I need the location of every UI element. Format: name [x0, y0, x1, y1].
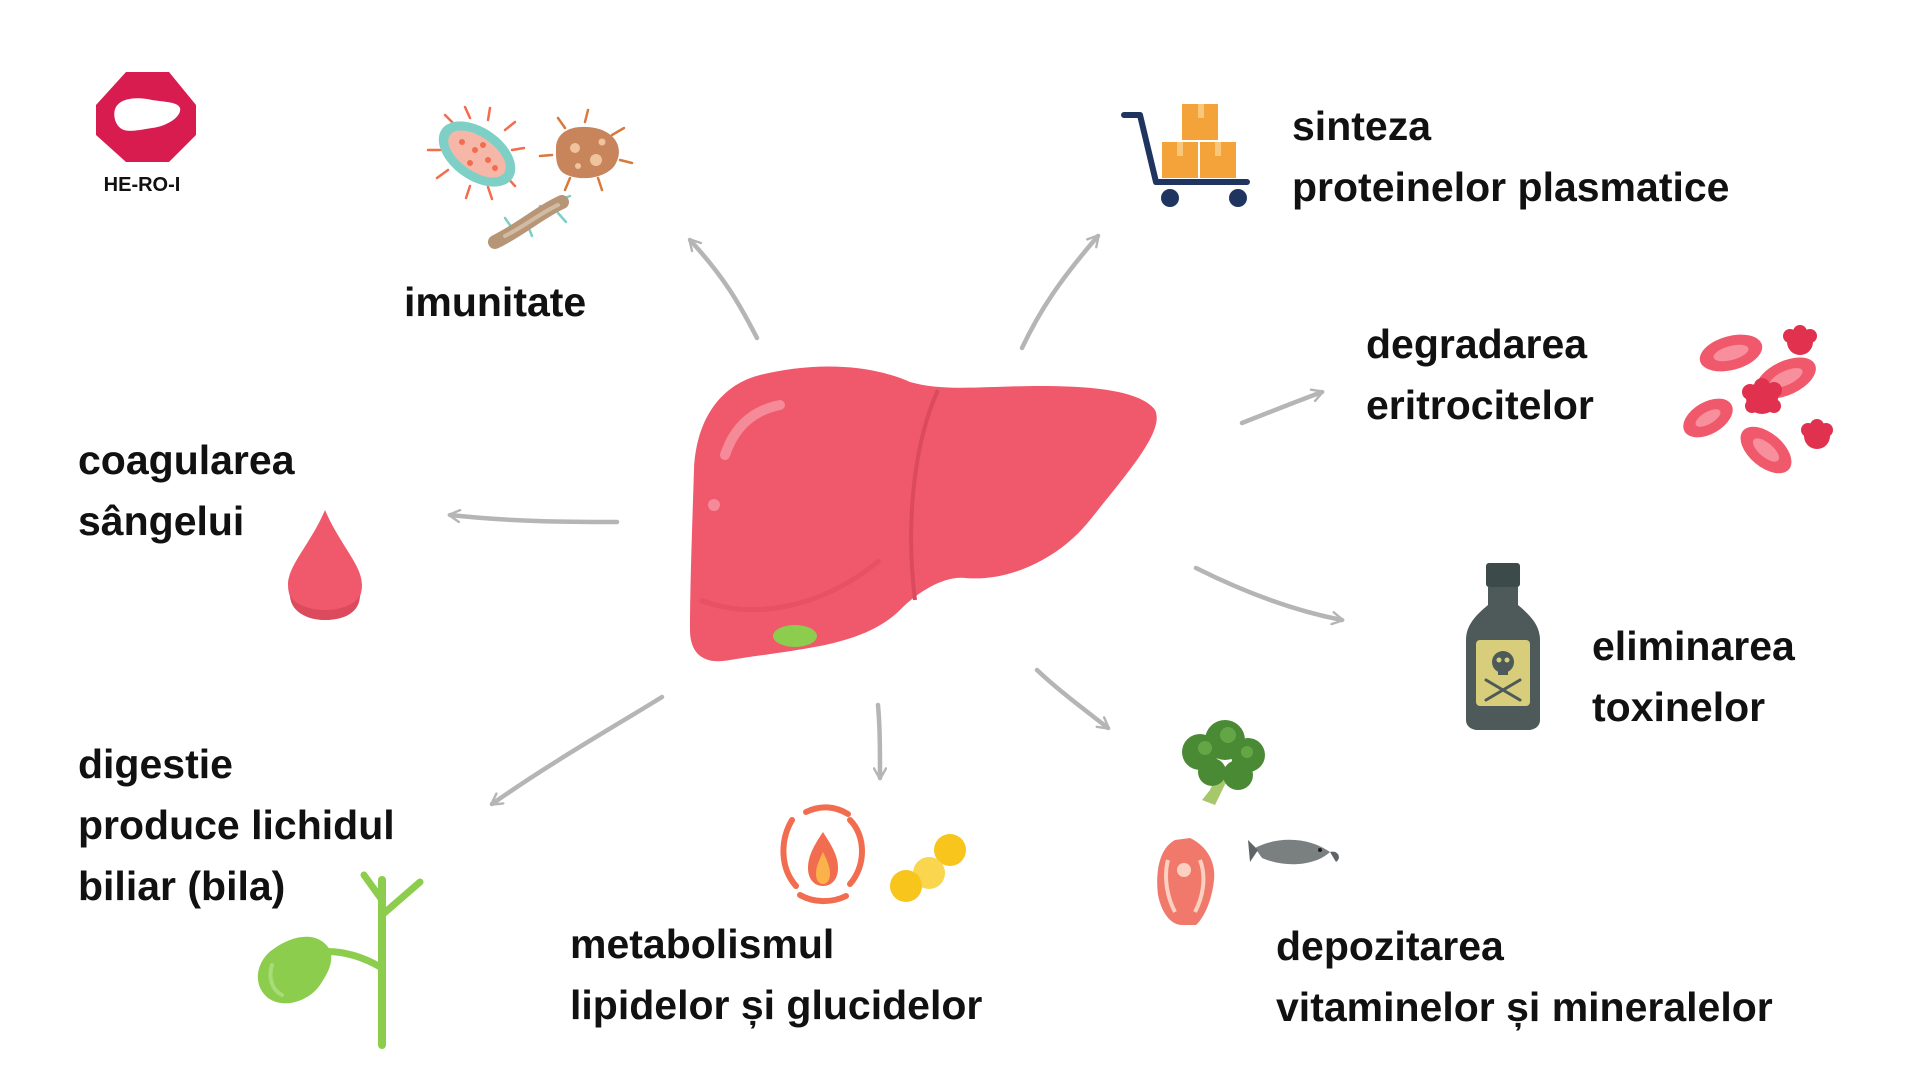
erythrocyte-degradation-line1: degradarea: [1366, 321, 1588, 367]
digestion-line2: produce lichidul: [78, 802, 395, 848]
label-digestion: digestie produce lichidul biliar (bila): [78, 734, 395, 917]
label-blood-clotting: coagularea sângelui: [78, 430, 295, 552]
gallbladder-icon: [257, 871, 424, 1049]
arrow-digestion: [489, 694, 665, 807]
toxin-elimination-line1: eliminarea: [1592, 623, 1795, 669]
liver-icon: [690, 366, 1157, 662]
arrow-storage: [1034, 667, 1111, 731]
protein-synthesis-line1: sinteza: [1292, 103, 1431, 149]
label-storage: depozitarea vitaminelor și mineralelor: [1276, 916, 1773, 1038]
arrows: [447, 233, 1345, 807]
bacteria-icon: [426, 105, 634, 249]
digestion-line1: digestie: [78, 741, 233, 787]
broccoli-fish-steak-icon: [1157, 720, 1339, 925]
poison-bottle-icon: [1466, 563, 1540, 730]
label-toxin-elimination: eliminarea toxinelor: [1592, 616, 1795, 738]
blood-drop-icon: [288, 510, 362, 620]
arrow-toxin-elimination: [1193, 565, 1345, 626]
logo-text: HE-RO-I: [103, 174, 181, 196]
liver-stop-sign-icon: [96, 72, 196, 162]
blood-clotting-line2: sângelui: [78, 498, 245, 544]
erythrocyte-degradation-line2: eritrocitelor: [1366, 382, 1594, 428]
digestion-line3: biliar (bila): [78, 863, 286, 909]
blood-clotting-line1: coagularea: [78, 437, 295, 483]
label-immunity: imunitate: [404, 272, 586, 333]
storage-line1: depozitarea: [1276, 923, 1504, 969]
storage-line2: vitaminelor și mineralelor: [1276, 984, 1773, 1030]
arrow-erythrocyte-degradation: [1239, 388, 1325, 426]
metabolism-line2: lipidelor și glucidelor: [570, 982, 983, 1028]
arrow-blood-clotting: [447, 508, 620, 525]
metabolism-line1: metabolismul: [570, 921, 835, 967]
cart-with-boxes-icon: [1121, 104, 1250, 207]
arrow-immunity: [687, 237, 760, 341]
immunity-line1: imunitate: [404, 279, 587, 325]
label-erythrocyte-degradation: degradarea eritrocitelor: [1366, 314, 1594, 436]
arrow-metabolism: [872, 702, 888, 781]
toxin-elimination-line2: toxinelor: [1592, 684, 1766, 730]
red-blood-cells-icon: [1683, 325, 1833, 474]
fire-and-fat-icon: [780, 804, 966, 905]
protein-synthesis-line2: proteinelor plasmatice: [1292, 164, 1730, 210]
label-protein-synthesis: sinteza proteinelor plasmatice: [1292, 96, 1729, 218]
arrow-protein-synthesis: [1019, 233, 1101, 351]
label-metabolism: metabolismul lipidelor și glucidelor: [570, 914, 982, 1036]
